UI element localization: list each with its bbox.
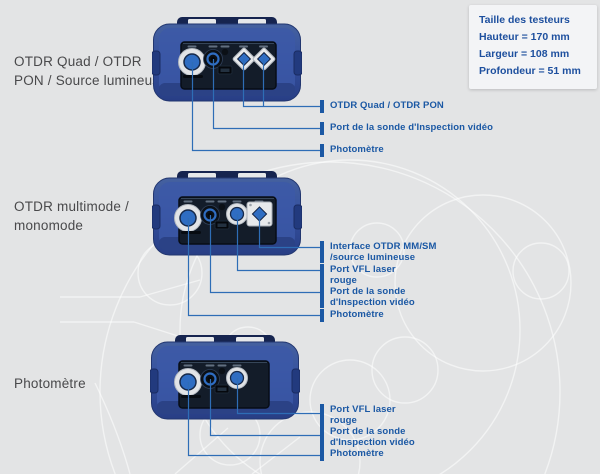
callout-text: Port de la sonde d'Inspection vidéo [330, 286, 415, 308]
callout-vfl-port-3: Port VFL laser rouge [320, 404, 396, 426]
info-box-depth: Profondeur = 51 mm [479, 65, 581, 77]
sd-slot [181, 231, 201, 234]
usb-port [214, 384, 230, 394]
side-clip-right [293, 50, 302, 76]
callout-video-probe-port-3: Port de la sonde d'Inspection vidéo [320, 426, 415, 448]
callout-interface-otdr: Interface OTDR MM/SM /source lumineuse [320, 241, 437, 263]
port-photometer [174, 368, 202, 396]
sd-slot [183, 75, 203, 78]
port-otdr-interface [246, 201, 273, 227]
callout-vfl-port-2: Port VFL laser rouge [320, 264, 396, 286]
callout-text: Photomètre [330, 309, 384, 320]
callout-bar [320, 286, 324, 308]
callout-text: Port VFL laser rouge [330, 264, 396, 286]
callout-bar [320, 100, 324, 113]
info-box-width: Largeur = 108 mm [479, 48, 570, 60]
callout-bar [320, 241, 324, 263]
audio-jack [218, 367, 226, 375]
callout-text: OTDR Quad / OTDR PON [330, 100, 444, 111]
side-clip-right [291, 368, 300, 394]
side-clip-right [293, 204, 302, 230]
callout-otdr-quad-pon: OTDR Quad / OTDR PON [320, 100, 444, 113]
usb-port [217, 65, 233, 75]
callout-text: Port VFL laser rouge [330, 404, 396, 426]
usb-port [214, 220, 230, 230]
side-label-otdr-mm-sm: OTDR multimode / monomode [14, 199, 129, 233]
callout-text: Photomètre [330, 448, 384, 459]
device-photo-otdr-quad [152, 17, 302, 102]
callout-text: Interface OTDR MM/SM /source lumineuse [330, 241, 437, 263]
device-photo-photometre [150, 335, 300, 420]
callout-photometre-2: Photomètre [320, 309, 384, 322]
callout-text: Port de la sonde d'Inspection vidéo [330, 122, 494, 133]
side-label-photometre: Photomètre [14, 376, 86, 391]
callout-bar [320, 122, 324, 135]
callout-bar [320, 144, 324, 157]
tester-size-info-box: Taille des testeurs Hauteur = 170 mm Lar… [469, 5, 597, 89]
callout-bar [320, 448, 324, 461]
callout-photometre-1: Photomètre [320, 144, 384, 157]
side-clip-left [150, 368, 159, 394]
audio-jack [218, 203, 226, 211]
callout-text: Port de la sonde d'Inspection vidéo [330, 426, 415, 448]
callout-video-probe-port-1: Port de la sonde d'Inspection vidéo [320, 122, 493, 135]
device-photo-otdr-mm-sm [152, 171, 302, 256]
side-label-otdr-quad: OTDR Quad / OTDR PON / Source lumineuse [14, 54, 167, 88]
port-photometer [178, 48, 206, 76]
callout-bar [320, 309, 324, 322]
callout-text: Photomètre [330, 144, 384, 155]
port-vfl-laser [226, 367, 248, 389]
side-clip-left [152, 50, 161, 76]
sd-slot [181, 395, 201, 398]
port-vfl-laser [226, 203, 248, 225]
audio-jack [221, 48, 229, 56]
info-box-title: Taille des testeurs [479, 14, 570, 26]
callout-photometre-3: Photomètre [320, 448, 384, 461]
side-clip-left [152, 204, 161, 230]
port-photometer [174, 204, 202, 232]
info-box-height: Hauteur = 170 mm [479, 31, 570, 43]
callout-video-probe-port-2: Port de la sonde d'Inspection vidéo [320, 286, 415, 308]
callout-bar [320, 404, 324, 426]
callout-bar [320, 264, 324, 286]
callout-bar [320, 426, 324, 448]
